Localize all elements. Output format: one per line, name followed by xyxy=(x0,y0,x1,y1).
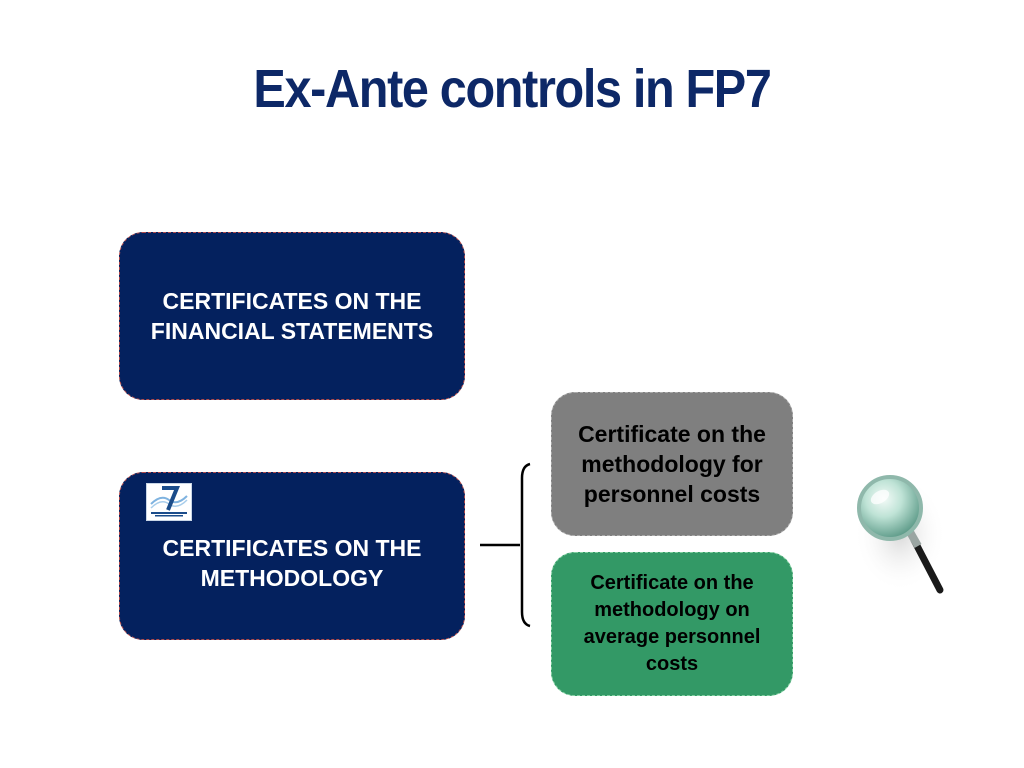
financial-statements-label: CERTIFICATES ON THE FINANCIAL STATEMENTS xyxy=(150,288,434,344)
personnel-costs-label: Certificate on the methodology for perso… xyxy=(578,421,766,507)
methodology-certificate-box: CERTIFICATES ON THE METHODOLOGY xyxy=(119,472,465,640)
average-personnel-costs-label: Certificate on the methodology on averag… xyxy=(583,572,761,675)
fp7-logo-graphic xyxy=(150,486,188,517)
personnel-costs-certificate-box: Certificate on the methodology for perso… xyxy=(551,392,793,536)
fp7-logo-icon xyxy=(146,483,192,521)
methodology-label: CERTIFICATES ON THE METHODOLOGY xyxy=(162,535,422,591)
financial-statements-certificate-box: CERTIFICATES ON THE FINANCIAL STATEMENTS xyxy=(119,232,465,400)
bracket-connector xyxy=(480,462,531,628)
slide-title: Ex-Ante controls in FP7 xyxy=(253,59,771,119)
average-personnel-costs-certificate-box: Certificate on the methodology on averag… xyxy=(551,552,793,696)
magnifying-glass-icon xyxy=(854,475,946,594)
